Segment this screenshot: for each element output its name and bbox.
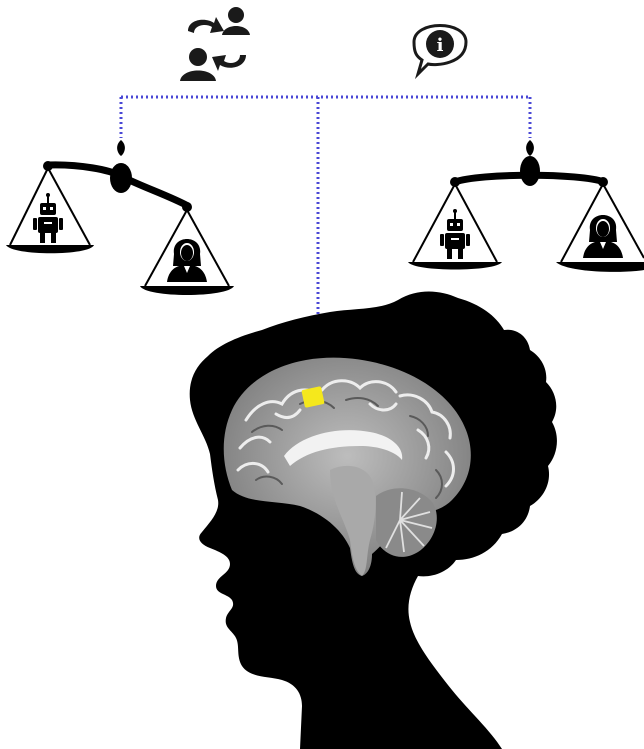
connector-lines: [119, 95, 532, 396]
robot-icon: [439, 208, 471, 260]
woman-icon: [583, 215, 623, 258]
balance-scale-left: [6, 140, 234, 295]
info-speech-bubble-icon: i: [412, 24, 468, 80]
brain-sagittal-slice: [223, 357, 471, 576]
robot-icon: [32, 192, 64, 244]
balance-scale-right: [408, 140, 644, 272]
cerebellum: [376, 488, 437, 557]
woman-icon: [167, 239, 207, 282]
info-glyph: i: [437, 35, 444, 56]
activation-highlight: [301, 386, 325, 408]
user-exchange-icon: [180, 7, 250, 81]
